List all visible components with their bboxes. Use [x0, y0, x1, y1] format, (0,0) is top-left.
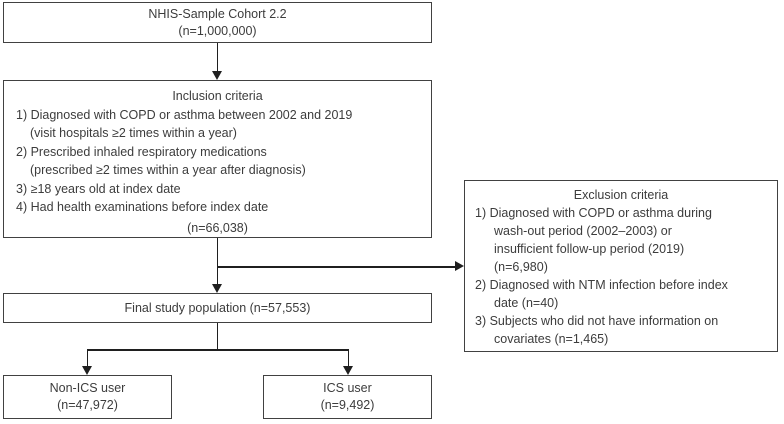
arrowhead-down-inclusion-icon — [212, 71, 222, 80]
arrowhead-down-non-ics-icon — [82, 366, 92, 375]
line-branch-to-exclusion — [217, 266, 455, 268]
inclusion-count: (n=66,038) — [187, 220, 248, 235]
line-inclusion-to-final — [216, 238, 218, 285]
inclusion-item-3: 3) ≥18 years old at index date — [16, 181, 181, 196]
arrowhead-down-ics-icon — [343, 366, 353, 375]
cohort-title: NHIS-Sample Cohort 2.2 — [148, 6, 287, 21]
exclusion-criteria-title: Exclusion criteria — [573, 188, 669, 202]
final-population-label: Final study population (n=57,553) — [124, 301, 311, 315]
ics-user-count: (n=9,492) — [320, 398, 375, 412]
exclusion-item-3: 3) Subjects who did not have information… — [475, 314, 719, 328]
non-ics-user-count: (n=47,972) — [57, 398, 118, 412]
non-ics-user-content: Non-ICS user (n=47,972) — [4, 376, 171, 418]
inclusion-item-2-sub: (prescribed ≥2 times within a year after… — [30, 163, 306, 177]
arrowhead-right-exclusion-icon — [455, 261, 464, 271]
non-ics-user-box: Non-ICS user (n=47,972) — [3, 375, 172, 419]
line-to-non-ics — [86, 349, 88, 367]
exclusion-item-1-sub-1: wash-out period (2002–2003) or — [494, 224, 672, 238]
exclusion-item-3-sub: covariates (n=1,465) — [494, 332, 609, 346]
cohort-box: NHIS-Sample Cohort 2.2 (n=1,000,000) — [3, 2, 432, 43]
line-split-horizontal — [86, 349, 349, 351]
exclusion-item-1-count: (n=6,980) — [494, 260, 548, 274]
ics-user-title: ICS user — [323, 381, 372, 395]
exclusion-item-2: 2) Diagnosed with NTM infection before i… — [475, 278, 728, 292]
line-final-down — [216, 323, 218, 350]
exclusion-criteria-box: Exclusion criteria 1) Diagnosed with COP… — [464, 180, 778, 352]
ics-user-content: ICS user (n=9,492) — [264, 376, 431, 418]
arrowhead-down-final-icon — [212, 284, 222, 293]
ics-user-box: ICS user (n=9,492) — [263, 375, 432, 419]
final-population-box: Final study population (n=57,553) — [3, 293, 432, 323]
exclusion-criteria-content: Exclusion criteria 1) Diagnosed with COP… — [465, 181, 777, 348]
exclusion-item-2-sub: date (n=40) — [494, 296, 559, 310]
cohort-count: (n=1,000,000) — [178, 23, 257, 38]
inclusion-item-4: 4) Had health examinations before index … — [16, 200, 269, 214]
inclusion-criteria-content: Inclusion criteria 1) Diagnosed with COP… — [4, 81, 431, 237]
exclusion-item-1: 1) Diagnosed with COPD or asthma during — [475, 206, 712, 220]
inclusion-criteria-title: Inclusion criteria — [172, 89, 263, 103]
inclusion-item-1-sub: (visit hospitals ≥2 times within a year) — [30, 126, 237, 140]
inclusion-item-1: 1) Diagnosed with COPD or asthma between… — [16, 107, 353, 122]
line-cohort-to-inclusion — [216, 43, 218, 72]
inclusion-item-2: 2) Prescribed inhaled respiratory medica… — [16, 144, 267, 159]
exclusion-item-1-sub-2: insufficient follow-up period (2019) — [494, 242, 685, 256]
non-ics-user-title: Non-ICS user — [49, 381, 126, 395]
inclusion-criteria-box: Inclusion criteria 1) Diagnosed with COP… — [3, 80, 432, 238]
line-to-ics — [347, 349, 349, 367]
cohort-box-content: NHIS-Sample Cohort 2.2 (n=1,000,000) — [4, 3, 431, 42]
